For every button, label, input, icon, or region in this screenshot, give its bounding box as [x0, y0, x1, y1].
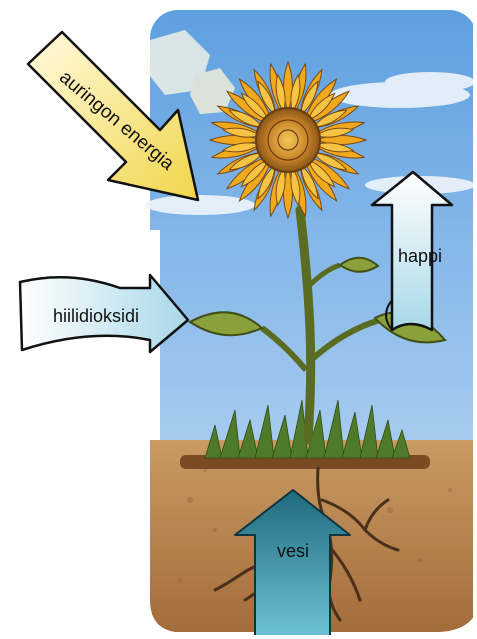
sunflower-center [256, 108, 320, 172]
oxygen-label: happi [398, 246, 442, 266]
water-label: vesi [277, 541, 309, 561]
sky-background-lower [120, 250, 150, 460]
carbon-dioxide-label: hiilidioksidi [53, 306, 139, 326]
